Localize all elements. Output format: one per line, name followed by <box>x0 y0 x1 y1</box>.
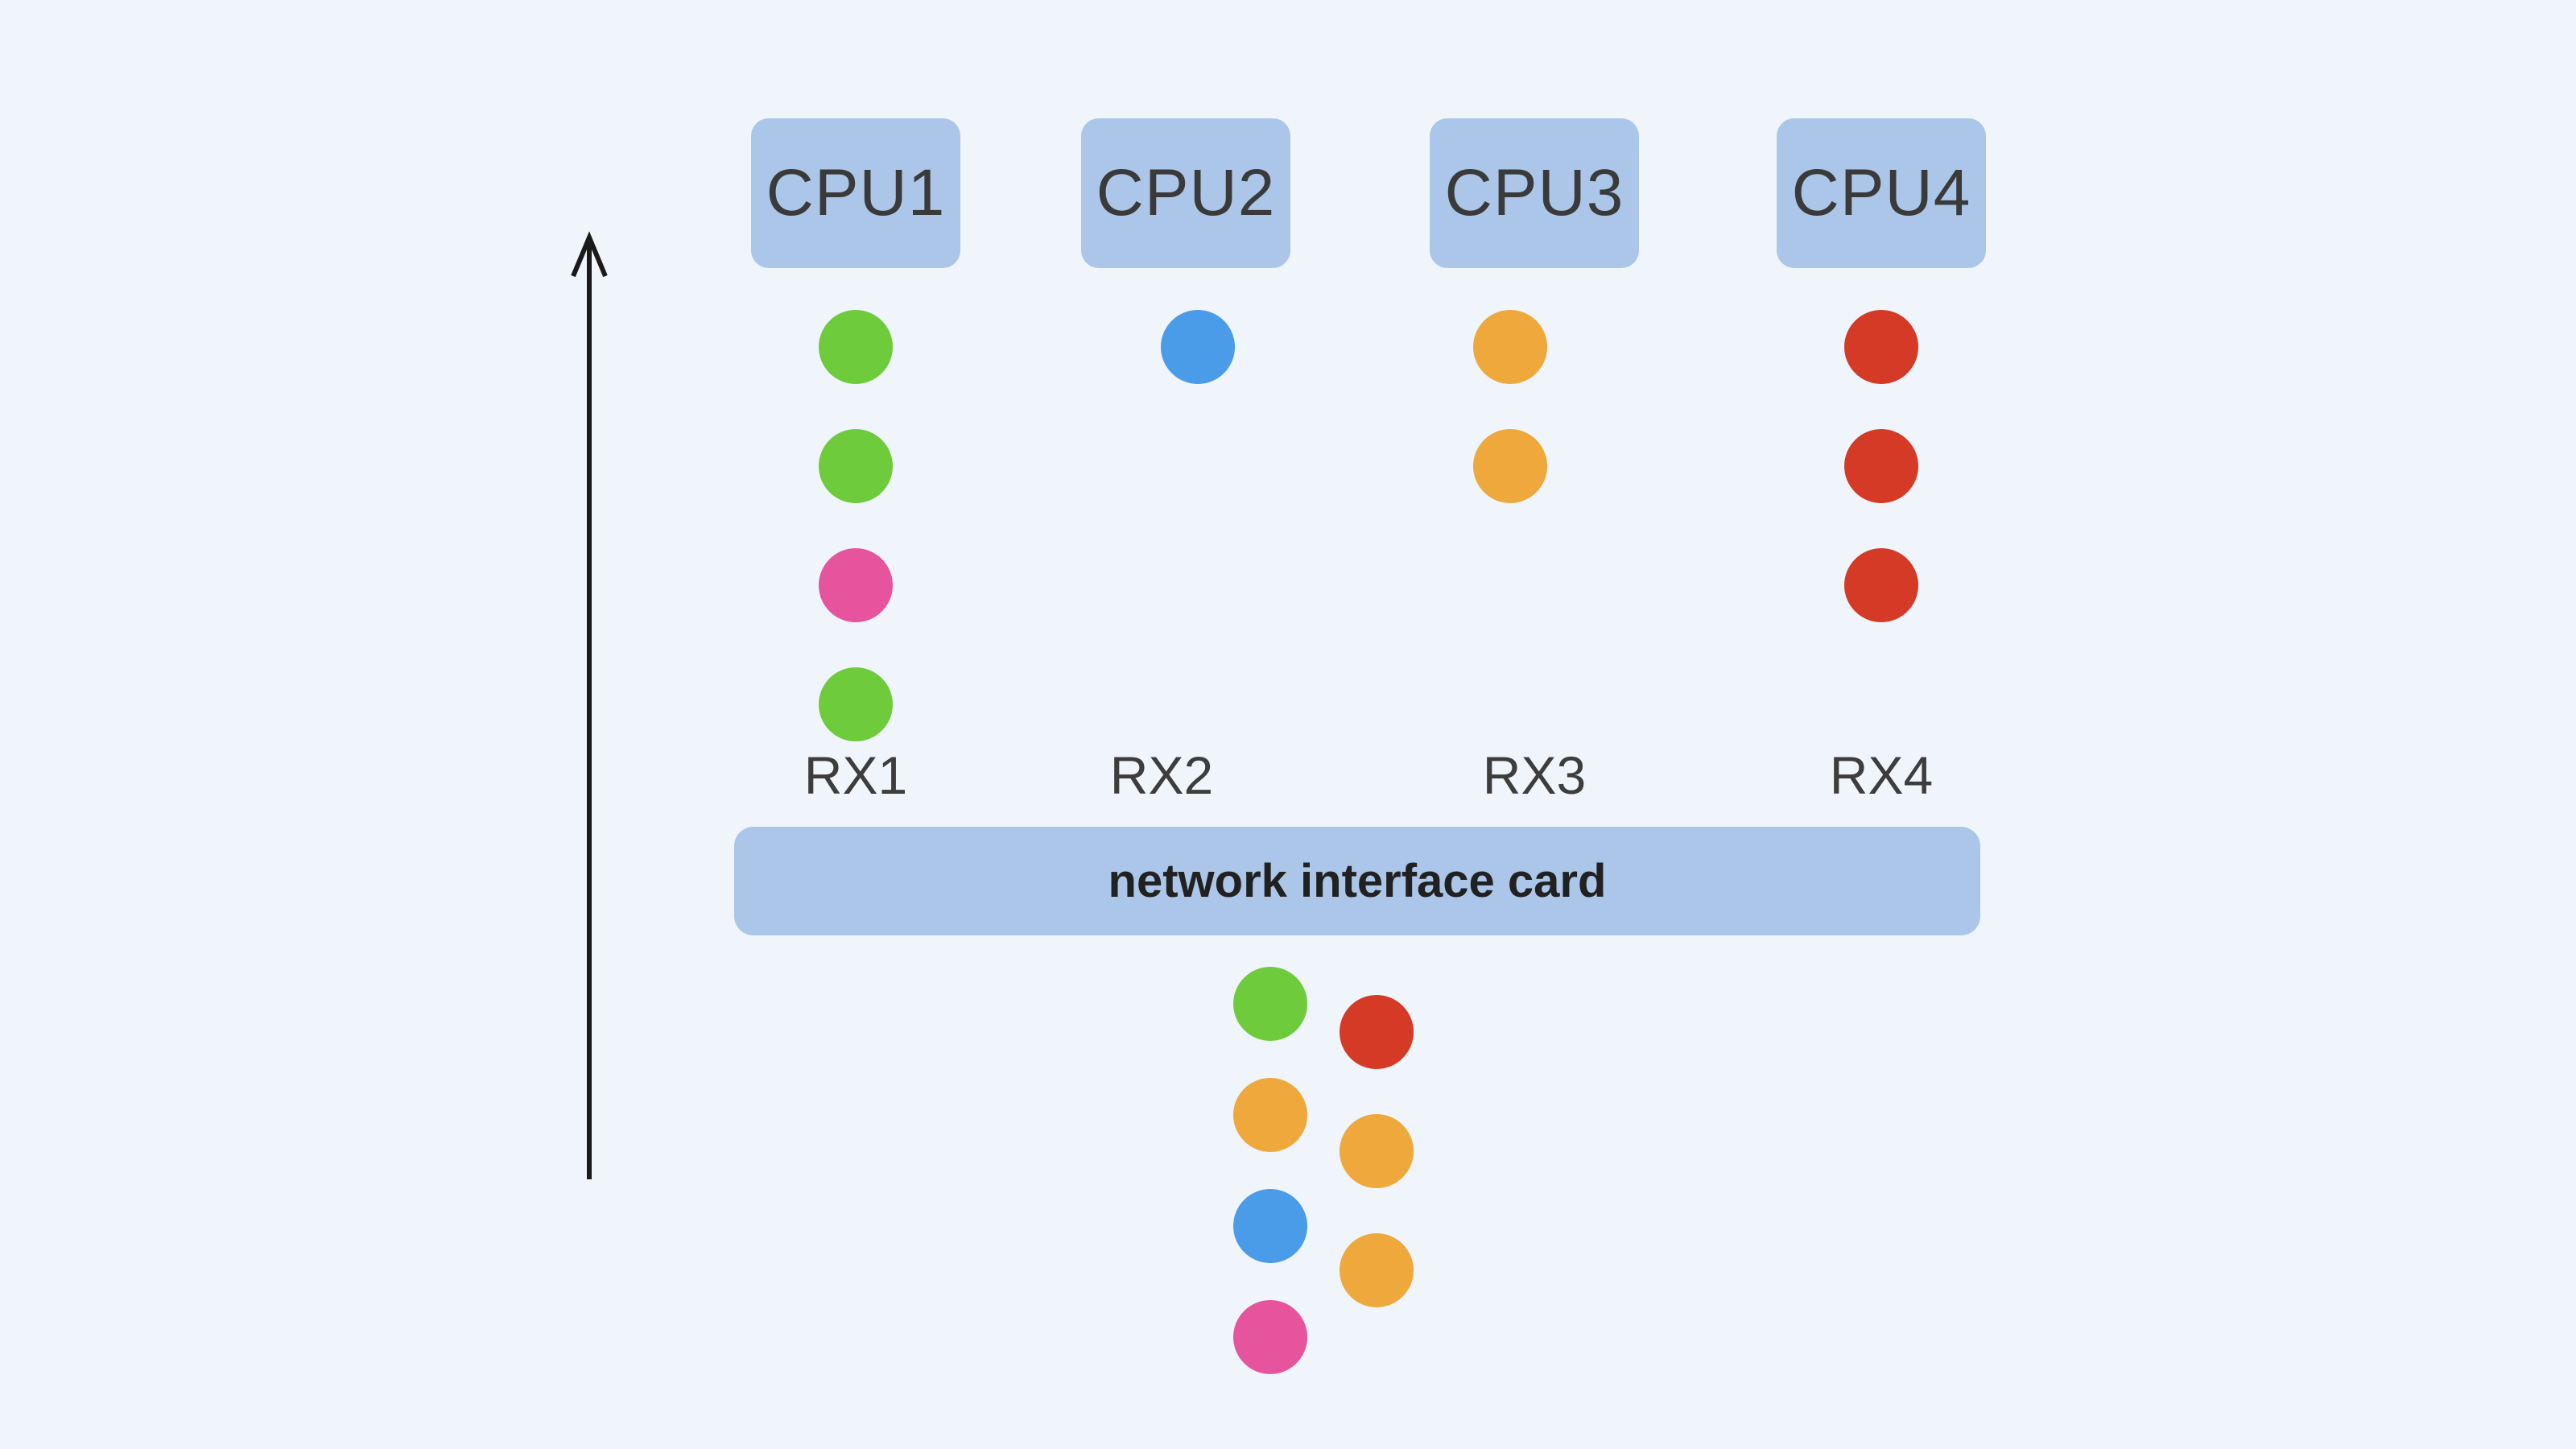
red-packet-dot <box>1844 429 1918 503</box>
red-packet-dot <box>1340 995 1414 1069</box>
rx4-packet-queue <box>1844 310 1918 622</box>
nic-label: network interface card <box>1108 855 1607 907</box>
cpu2-label: CPU2 <box>1096 156 1276 229</box>
rx4-label: RX4 <box>1829 745 1934 805</box>
rx1-packet-queue <box>819 310 893 741</box>
orange-packet-dot <box>1473 310 1547 384</box>
green-packet-dot <box>819 429 893 503</box>
red-packet-dot <box>1844 310 1918 384</box>
rx2-label: RX2 <box>1109 745 1214 805</box>
rx3-packet-queue <box>1473 310 1547 503</box>
upward-flow-arrow <box>571 231 608 1179</box>
orange-packet-dot <box>1340 1233 1414 1307</box>
pink-packet-dot <box>1233 1300 1307 1374</box>
cpu4-box: CPU4 <box>1777 118 1986 268</box>
cpu1-label: CPU1 <box>766 156 946 229</box>
incoming-packets-left-column <box>1233 967 1307 1374</box>
incoming-packets-right-column <box>1340 995 1414 1307</box>
red-packet-dot <box>1844 548 1918 622</box>
orange-packet-dot <box>1233 1078 1307 1152</box>
rx2-packet-queue <box>1161 310 1235 384</box>
orange-packet-dot <box>1473 429 1547 503</box>
rx3-label: RX3 <box>1482 745 1587 805</box>
cpu1-box: CPU1 <box>751 118 960 268</box>
cpu3-label: CPU3 <box>1444 156 1624 229</box>
green-packet-dot <box>1233 967 1307 1041</box>
green-packet-dot <box>819 667 893 741</box>
blue-packet-dot <box>1161 310 1235 384</box>
network-interface-card-bar: network interface card <box>734 827 1980 935</box>
pink-packet-dot <box>819 548 893 622</box>
cpu4-label: CPU4 <box>1791 156 1971 229</box>
cpu2-box: CPU2 <box>1081 118 1290 268</box>
green-packet-dot <box>819 310 893 384</box>
blue-packet-dot <box>1233 1189 1307 1263</box>
rx1-label: RX1 <box>803 745 908 805</box>
orange-packet-dot <box>1340 1114 1414 1188</box>
cpu3-box: CPU3 <box>1430 118 1639 268</box>
